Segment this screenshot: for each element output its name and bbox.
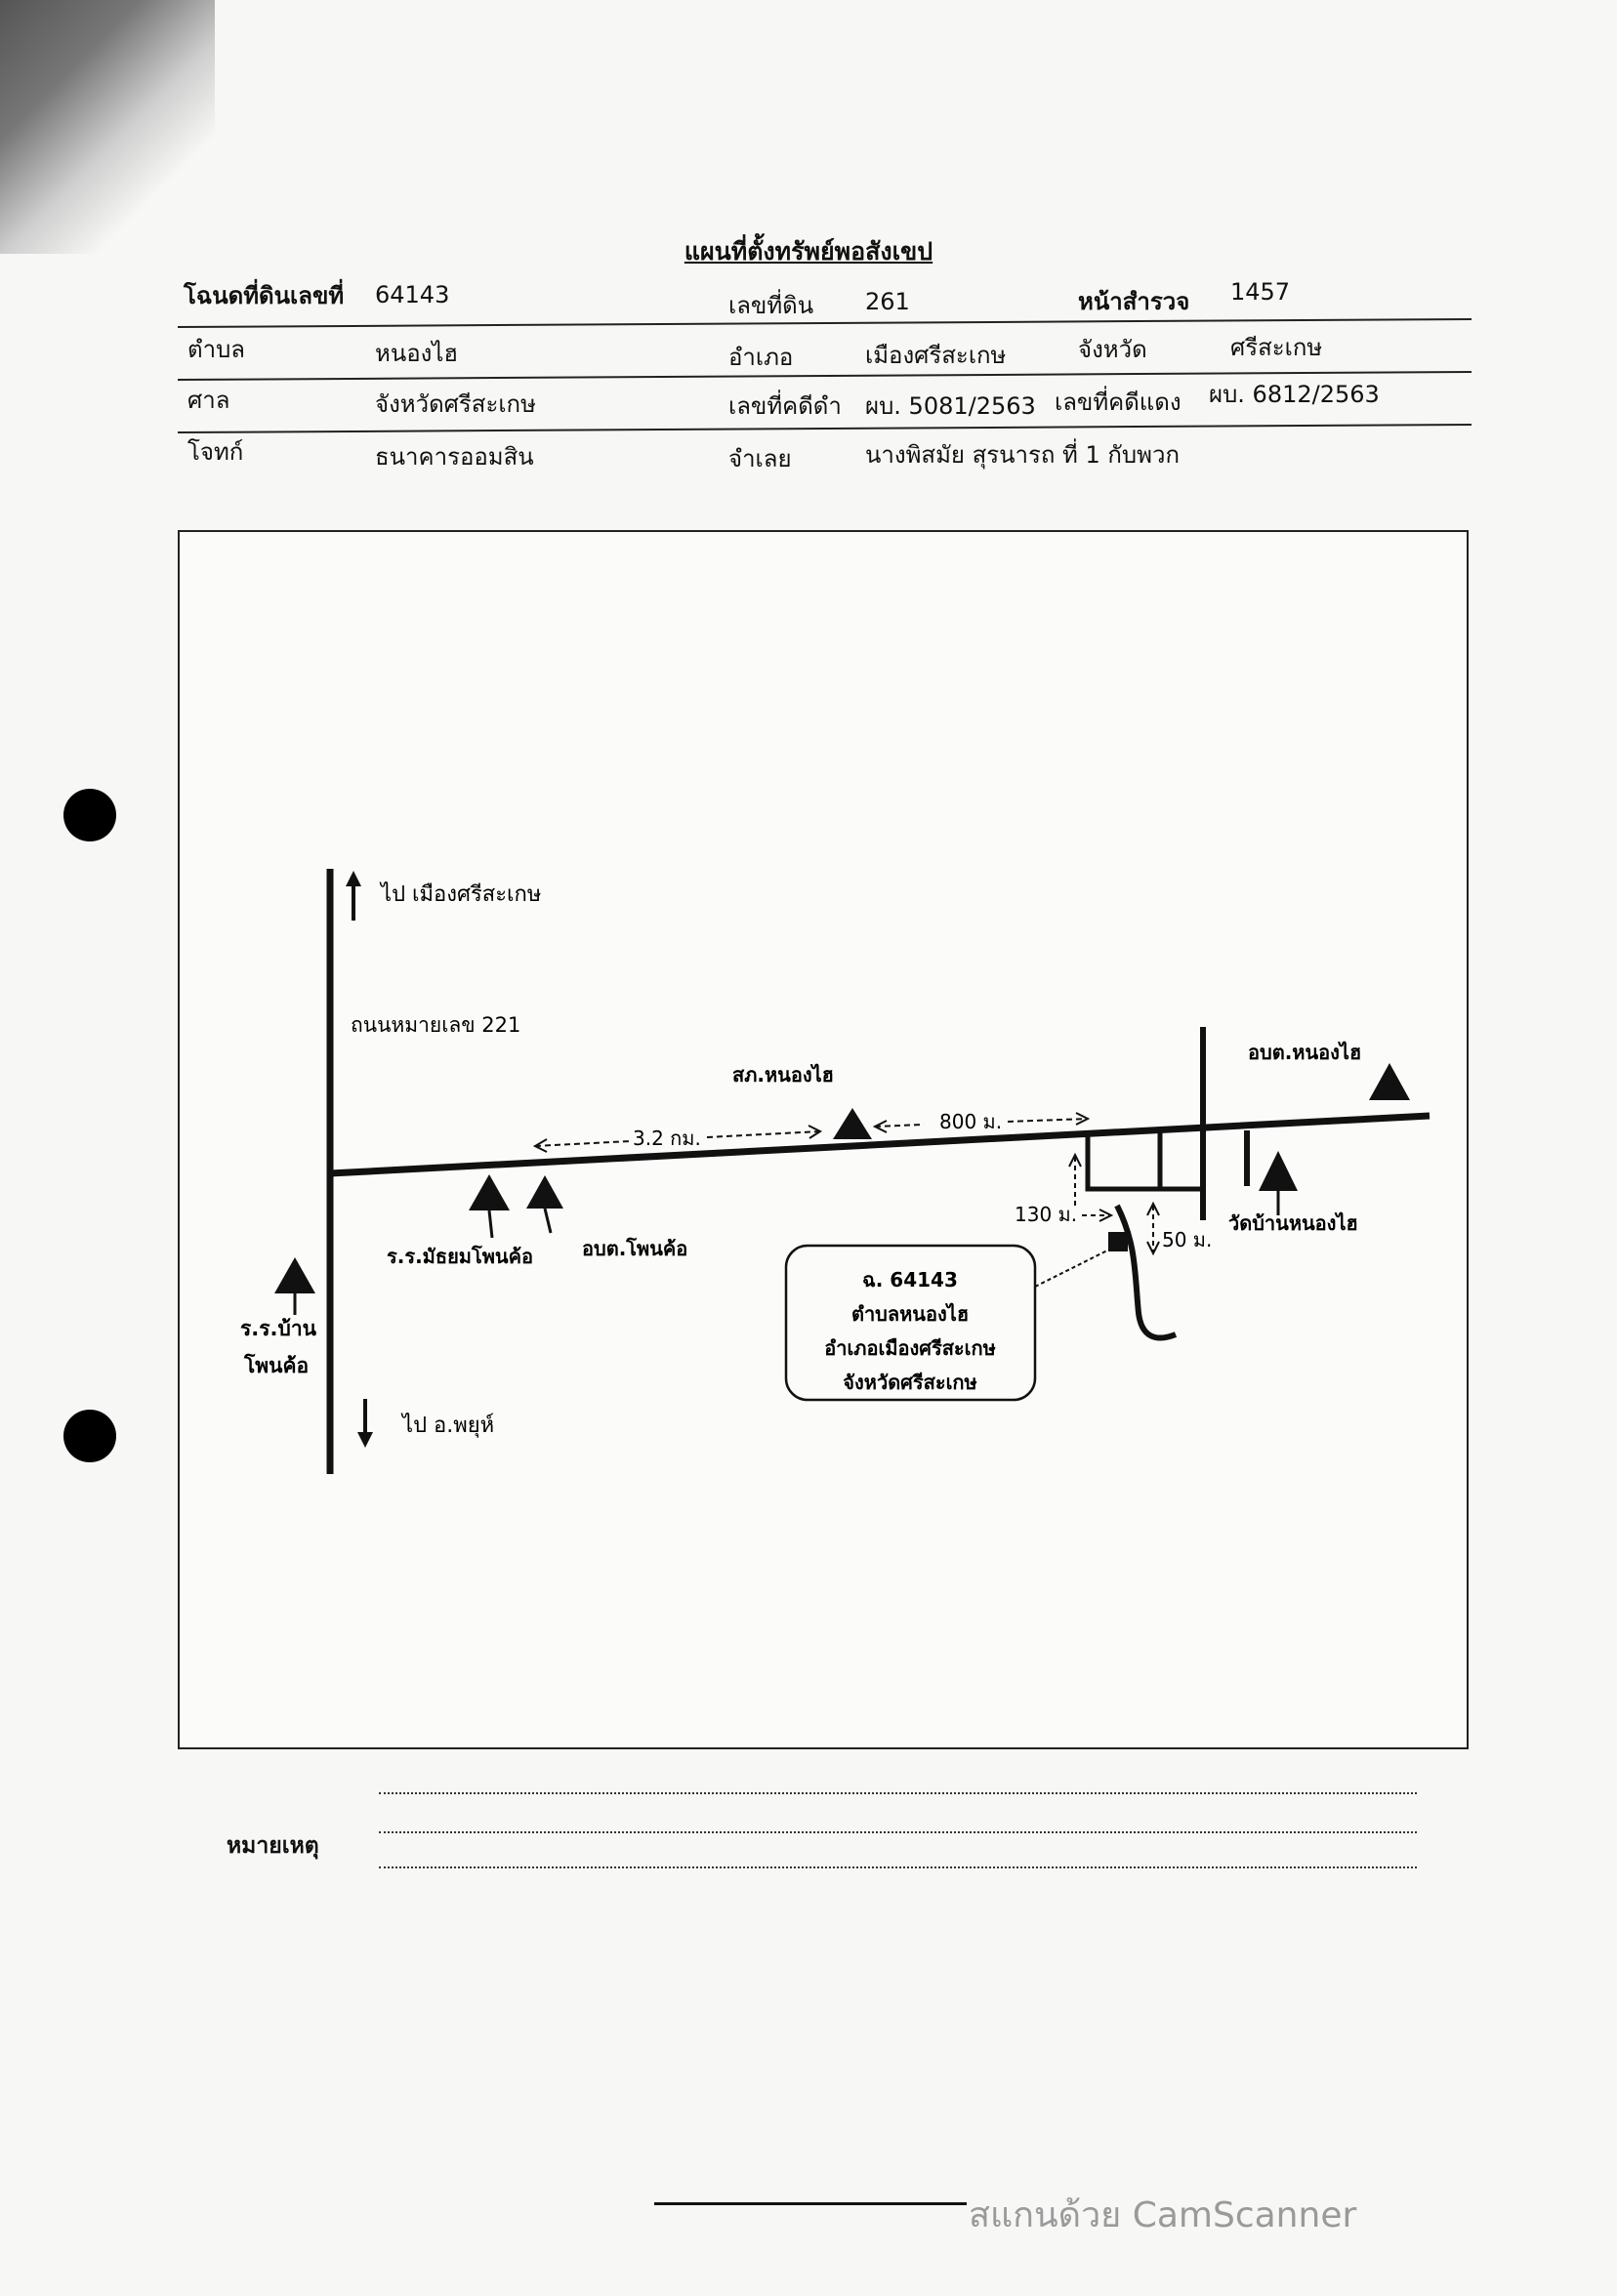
- scan-corner-shadow: [0, 0, 215, 254]
- school-ban-label-line2: โพนค้อ: [243, 1353, 309, 1377]
- parcel-amphoe-label: อำเภอเมืองศรีสะเกษ: [824, 1336, 996, 1360]
- document-title: แผนที่ตั้งทรัพย์พอสังเขป: [684, 237, 933, 266]
- header-rule-3: [178, 423, 1472, 434]
- distance-50m-arrow: [1146, 1201, 1160, 1256]
- obt-nongha-marker: [1369, 1063, 1410, 1100]
- deed-number-label: โฉนดที่ดินเลขที่: [184, 282, 345, 309]
- distance-50m-label: 50 ม.: [1162, 1228, 1212, 1251]
- distance-3-2km-label: 3.2 กม.: [633, 1127, 701, 1150]
- court-label: ศาล: [187, 387, 230, 414]
- school-ban-label-line1: ร.ร.บ้าน: [240, 1317, 317, 1340]
- temple-marker: [1259, 1151, 1298, 1215]
- defendant-value: นางพิสมัย สุรนารถ ที่ 1 กับพวก: [865, 441, 1180, 469]
- arrow-up-icon: [346, 871, 361, 921]
- camscanner-watermark: สแกนด้วย CamScanner: [969, 2195, 1357, 2235]
- map-frame: ไป เมืองศรีสะเกษ ถนนหมายเลข 221 ไป อ.พยุ…: [178, 530, 1469, 1749]
- to-city-label: ไป เมืองศรีสะเกษ: [379, 882, 541, 907]
- tambon-label: ตำบล: [187, 336, 246, 363]
- survey-page-label: หน้าสำรวจ: [1078, 288, 1190, 315]
- distance-130m-label: 130 ม.: [1015, 1203, 1077, 1226]
- to-district-label: ไป อ.พยุห์: [400, 1413, 494, 1438]
- survey-page-value: 1457: [1230, 278, 1291, 306]
- distance-130m-arrow: [1068, 1152, 1114, 1222]
- amphoe-value: เมืองศรีสะเกษ: [865, 342, 1007, 369]
- distance-800m-arrow: [872, 1112, 1091, 1133]
- arrow-down-icon: [357, 1399, 373, 1448]
- deed-number-value: 64143: [375, 281, 450, 308]
- distance-3-2km-arrow: [532, 1125, 823, 1153]
- road-name-label: ถนนหมายเลข 221: [351, 1013, 520, 1037]
- obt-phonkho-marker: [526, 1175, 563, 1234]
- black-case-value: ผบ. 5081/2563: [865, 392, 1036, 420]
- police-station-marker: [833, 1108, 872, 1139]
- access-lane: [1114, 1204, 1178, 1341]
- lane-loop: [1085, 1129, 1163, 1192]
- red-case-value: ผบ. 6812/2563: [1209, 381, 1380, 408]
- remarks-line-1: [379, 1792, 1417, 1794]
- main-side-road: [329, 1112, 1430, 1177]
- temple-label: วัดบ้านหนองไฮ: [1228, 1211, 1358, 1235]
- amphoe-label: อำเภอ: [728, 344, 794, 371]
- footer-rule: [654, 2202, 967, 2205]
- defendant-label: จำเลย: [728, 445, 792, 472]
- punch-hole-bottom: [63, 1410, 116, 1462]
- punch-hole-top: [63, 789, 116, 841]
- parcel-deed-label: ฉ. 64143: [862, 1268, 958, 1292]
- remarks-label: หมายเหตุ: [227, 1833, 319, 1859]
- parcel-callout-pointer: [1034, 1249, 1110, 1288]
- obt-phonkho-label: อบต.โพนค้อ: [582, 1237, 687, 1260]
- black-case-label: เลขที่คดีดำ: [728, 392, 842, 420]
- court-value: จังหวัดศรีสะเกษ: [375, 390, 536, 418]
- parcel-callout-box: [784, 1244, 1037, 1402]
- header-rule-1: [178, 317, 1472, 329]
- parcel-tambon-label: ตำบลหนองไฮ: [851, 1302, 969, 1326]
- tambon-value: หนองไฮ: [375, 340, 459, 367]
- land-number-value: 261: [865, 288, 910, 315]
- province-value: ศรีสะเกษ: [1230, 334, 1323, 361]
- distance-800m-label: 800 ม.: [939, 1110, 1002, 1133]
- plaintiff-label: โจทก์: [187, 438, 244, 466]
- school-ban-phonkho-marker: [274, 1257, 315, 1315]
- red-case-label: เลขที่คดีแดง: [1055, 389, 1182, 416]
- police-station-label: สภ.หนองไฮ: [732, 1063, 834, 1086]
- province-label: จังหวัด: [1078, 336, 1147, 363]
- parcel-marker: [1108, 1232, 1128, 1251]
- parcel-province-label: จังหวัดศรีสะเกษ: [843, 1371, 976, 1394]
- plaintiff-value: ธนาคารออมสิน: [375, 443, 534, 471]
- remarks-line-2: [379, 1831, 1417, 1833]
- school-matthayom-marker: [469, 1174, 510, 1239]
- obt-nongha-label: อบต.หนองไฮ: [1248, 1041, 1361, 1064]
- location-map: ไป เมืองศรีสะเกษ ถนนหมายเลข 221 ไป อ.พยุ…: [240, 869, 1430, 1474]
- remarks-line-3: [379, 1866, 1417, 1868]
- school-matthayom-label: ร.ร.มัธยมโพนค้อ: [387, 1245, 533, 1268]
- land-number-label: เลขที่ดิน: [728, 292, 814, 319]
